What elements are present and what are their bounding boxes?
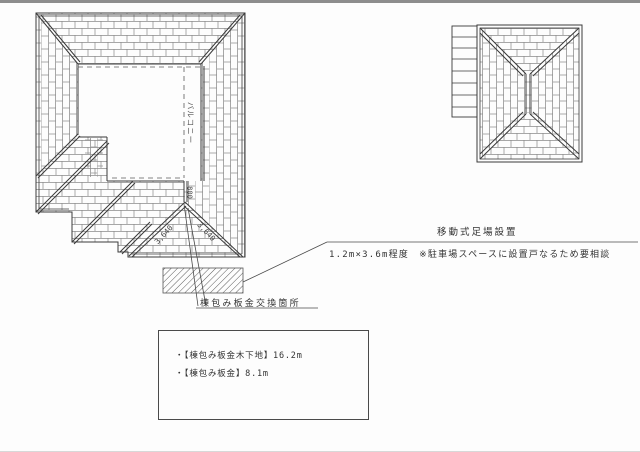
scan-edge-top bbox=[0, 0, 640, 3]
summary-item-wood-base: ・【棟包み板金木下地】16.2m bbox=[175, 351, 303, 361]
scaffold-note-title: 移動式足場設置 bbox=[437, 227, 518, 238]
summary-item-sheet-metal: ・【棟包み板金】8.1m bbox=[175, 369, 269, 379]
replace-label-leaders bbox=[183, 203, 318, 309]
main-roof-plan bbox=[35, 12, 246, 258]
scaffold-note-detail: 1.2m×3.6m程度 ※駐車場スペースに設置戸なるため要相談 bbox=[329, 250, 611, 260]
ridge-replacement-label: 棟包み板金交換箇所 bbox=[200, 299, 301, 309]
balcony-label: バルコニー bbox=[186, 101, 195, 145]
summary-box: ・【棟包み板金木下地】16.2m ・【棟包み板金】8.1m bbox=[158, 330, 369, 420]
ridge-dimension-800: 800 bbox=[185, 186, 194, 199]
secondary-roof-plan bbox=[451, 24, 583, 163]
scaffold-note-leader bbox=[242, 241, 638, 283]
